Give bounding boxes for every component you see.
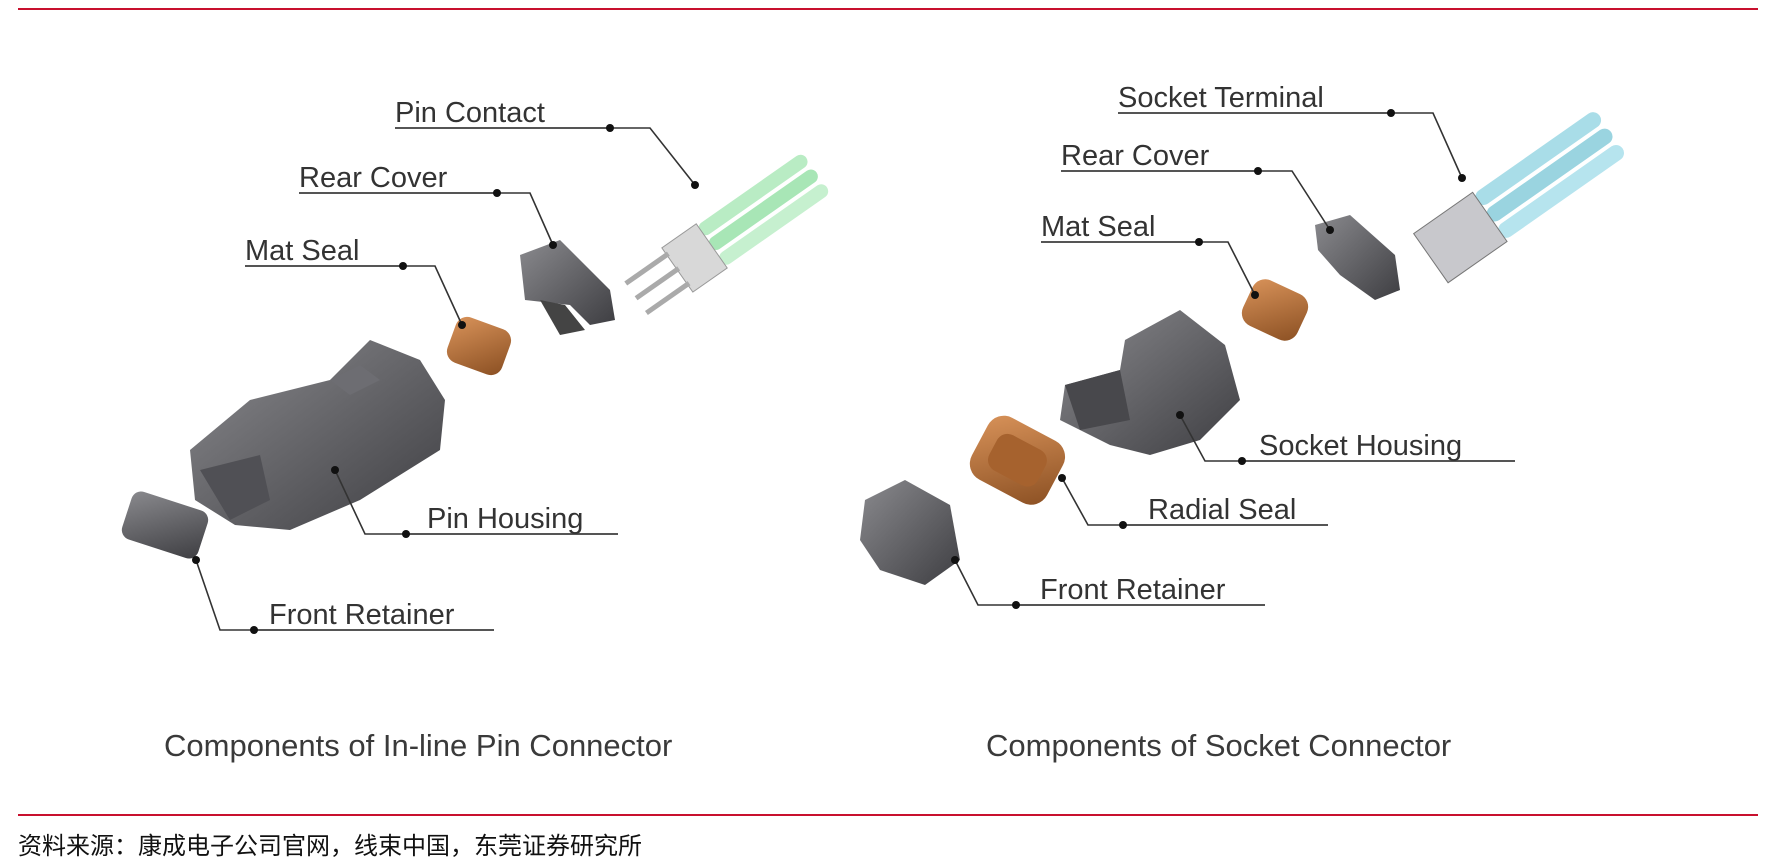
- svg-text:Mat Seal: Mat Seal: [245, 235, 359, 267]
- socket-mat-seal-part: [1241, 279, 1309, 341]
- svg-text:Pin Contact: Pin Contact: [395, 97, 545, 129]
- pin-contact-part: [624, 154, 829, 316]
- svg-text:Pin Housing: Pin Housing: [427, 503, 583, 535]
- pin-housing-part: [190, 340, 445, 530]
- label-socket-terminal: Socket Terminal: [1118, 82, 1466, 182]
- label-socket-mat-seal: Mat Seal: [1041, 211, 1259, 299]
- top-rule: [18, 8, 1758, 10]
- socket-front-retainer-part: [860, 480, 960, 585]
- label-socket-radial-seal: Radial Seal: [1058, 474, 1328, 529]
- svg-text:Rear Cover: Rear Cover: [299, 162, 448, 194]
- socket-radial-seal-part: [969, 415, 1066, 505]
- pin-mat-seal-part: [446, 316, 512, 376]
- svg-text:Front Retainer: Front Retainer: [1040, 574, 1226, 606]
- label-pin-front-retainer: Front Retainer: [192, 556, 494, 634]
- label-pin-rear-cover: Rear Cover: [299, 162, 557, 249]
- label-pin-mat-seal: Mat Seal: [245, 235, 466, 329]
- label-socket-front-retainer: Front Retainer: [951, 556, 1265, 609]
- label-pin-contact: Pin Contact: [395, 97, 699, 189]
- pin-front-retainer-part: [121, 491, 209, 559]
- svg-text:Socket Terminal: Socket Terminal: [1118, 82, 1324, 114]
- socket-terminal-part: [1412, 112, 1624, 284]
- svg-text:Socket Housing: Socket Housing: [1259, 430, 1462, 462]
- label-pin-housing: Pin Housing: [331, 466, 618, 538]
- svg-text:Mat Seal: Mat Seal: [1041, 211, 1155, 243]
- pin-rear-cover-part: [520, 240, 615, 335]
- svg-text:Rear Cover: Rear Cover: [1061, 140, 1210, 172]
- source-note: 资料来源：康成电子公司官网，线束中国，东莞证券研究所: [18, 832, 642, 860]
- label-socket-housing: Socket Housing: [1176, 411, 1515, 465]
- caption-socket-connector: Components of Socket Connector: [986, 728, 1451, 763]
- bottom-rule: [18, 814, 1758, 816]
- caption-pin-connector: Components of In-line Pin Connector: [164, 728, 672, 763]
- svg-text:Front Retainer: Front Retainer: [269, 599, 455, 631]
- label-socket-rear-cover: Rear Cover: [1061, 140, 1334, 234]
- socket-housing-part: [1060, 310, 1240, 455]
- socket-rear-cover-part: [1315, 215, 1400, 300]
- svg-text:Radial Seal: Radial Seal: [1148, 494, 1296, 526]
